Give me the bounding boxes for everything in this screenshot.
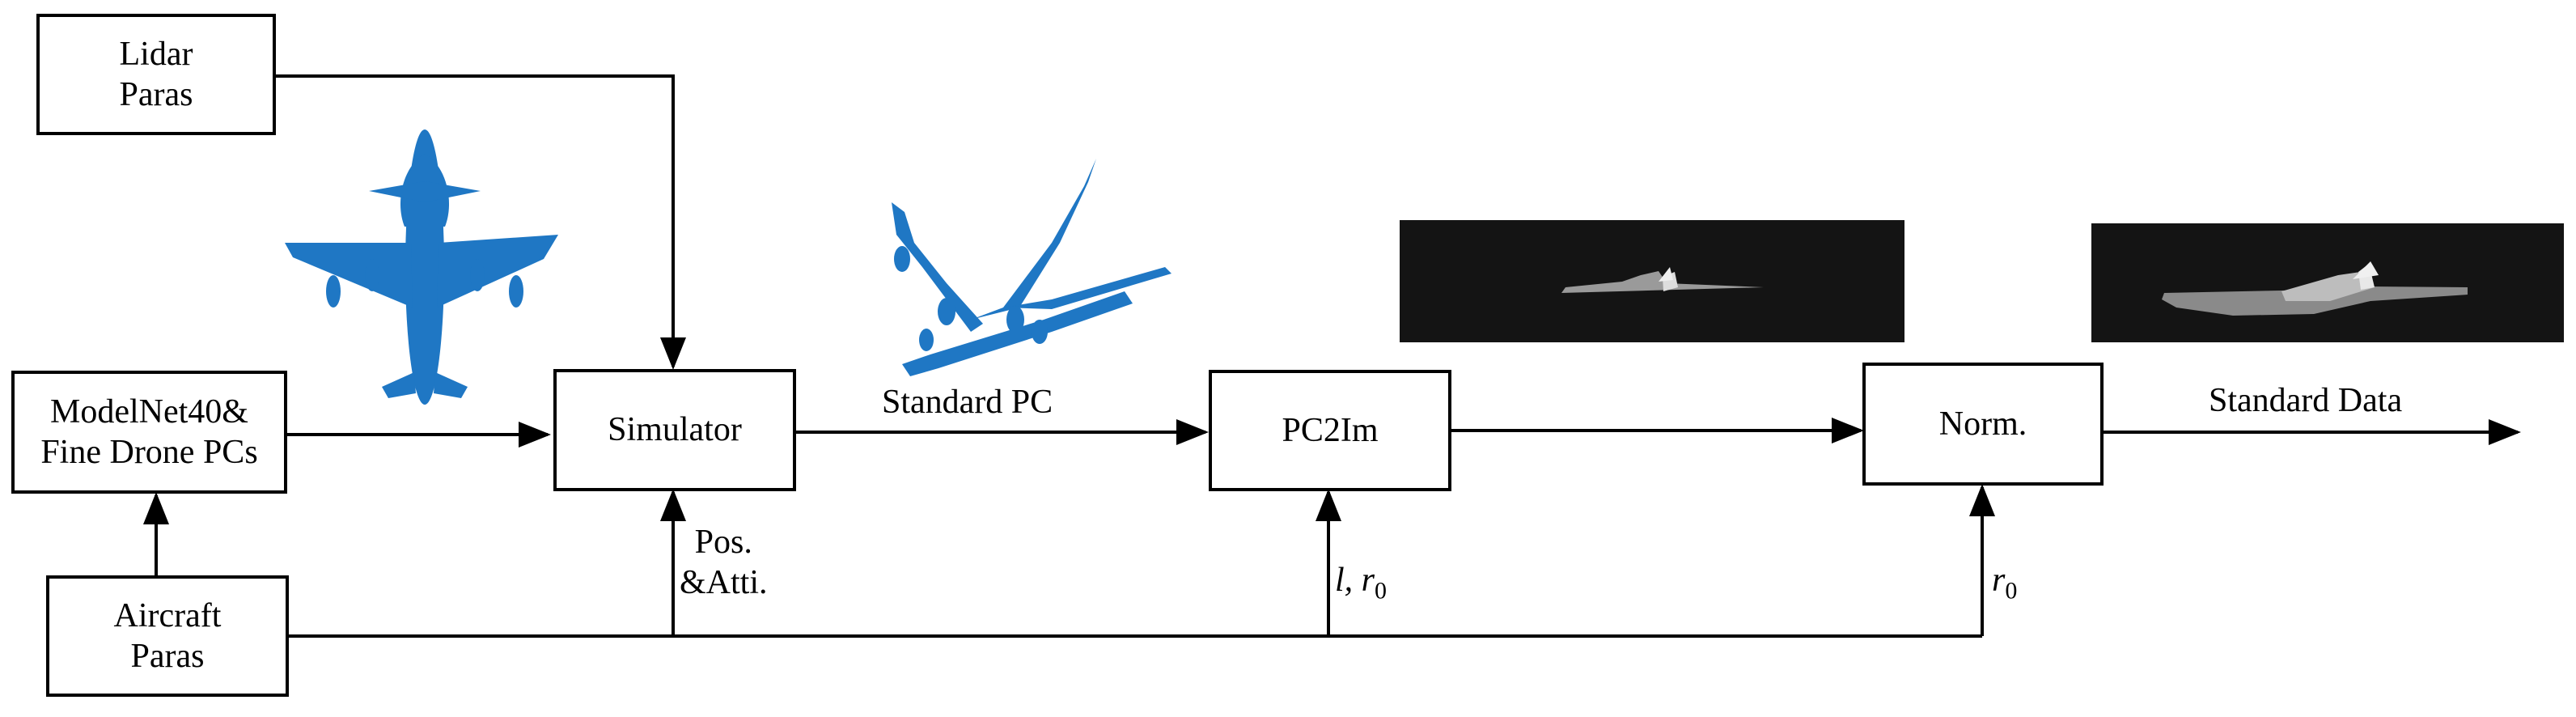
modelnet-label: ModelNet40& Fine Drone PCs [40,392,258,471]
modelnet-box: ModelNet40& Fine Drone PCs [11,371,287,494]
r0-label: r0 [1992,562,2018,605]
aircraft-paras-box: Aircraft Paras [46,575,289,697]
standard-pc-label: Standard PC [882,384,1053,421]
pc2im-box: PC2Im [1209,370,1451,491]
aircraft-paras-label: Aircraft Paras [113,596,222,675]
lidar-paras-box: Lidar Paras [36,14,276,135]
norm-box: Norm. [1862,363,2104,486]
range-image-standard-pc [1400,220,1904,342]
simulator-box: Simulator [553,369,796,491]
simulator-label: Simulator [608,411,742,449]
airplane-pointcloud-top-icon [285,129,558,405]
l-r0-label: l, r0 [1335,562,1388,605]
pos-atti-label: Pos. &Atti. [680,524,768,602]
norm-label: Norm. [1938,405,2027,443]
lidar-paras-label: Lidar Paras [119,35,193,113]
arrow-lidar-to-simulator [276,74,686,370]
pc2im-label: PC2Im [1282,411,1379,449]
standard-data-label: Standard Data [2209,382,2403,419]
airplane-pointcloud-perspective-icon [892,159,1171,376]
range-image-normalized [2091,223,2564,342]
